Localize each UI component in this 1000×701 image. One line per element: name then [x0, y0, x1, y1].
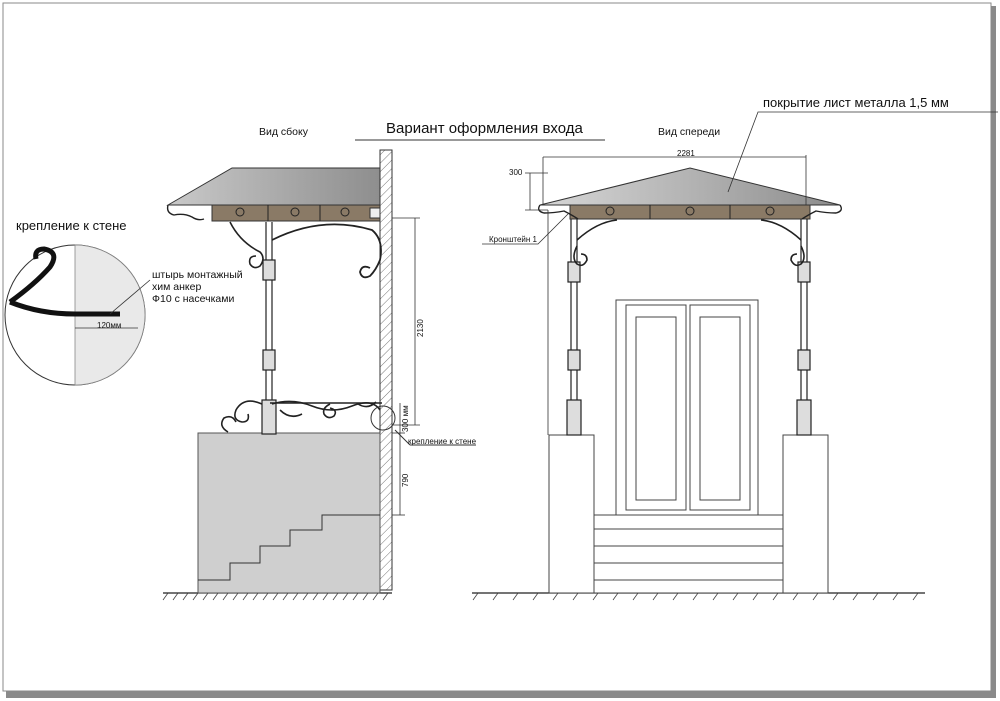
- front-dimensions: [525, 155, 807, 435]
- wall-mount-callout: крепление к стене: [16, 218, 127, 233]
- side-beam: [211, 204, 381, 222]
- front-bracket-right: [760, 219, 805, 267]
- side-view: [162, 149, 476, 601]
- front-column-right: [796, 219, 812, 436]
- side-dimensions: [392, 217, 420, 516]
- front-door-frame: [615, 299, 759, 516]
- front-pedestal-right: [782, 434, 829, 594]
- anchor-depth-dimension: 120мм: [97, 321, 122, 330]
- front-view: [472, 111, 998, 601]
- front-column-left: [566, 219, 582, 436]
- side-wall-mount-label: крепление к стене: [408, 437, 477, 446]
- front-pedestal-left: [548, 434, 595, 594]
- side-stairs: [198, 514, 380, 581]
- bracket-callout: Кронштейн 1: [489, 235, 537, 244]
- bracket-leader: [482, 213, 569, 245]
- railing-height-dimension: 300 мм: [401, 405, 410, 432]
- column-height-dimension: 2130: [416, 319, 425, 337]
- side-roof-scroll: [166, 204, 205, 221]
- roof-covering-leader: [727, 111, 998, 193]
- side-railing: [271, 400, 381, 419]
- side-ground-hatch: [162, 592, 389, 601]
- anchor-rod-end: [9, 299, 120, 317]
- front-door-leaf-right: [689, 304, 751, 511]
- side-wall: [379, 149, 393, 591]
- front-door-leaf-left: [625, 304, 687, 511]
- side-column: [261, 222, 277, 435]
- anchor-detail: [4, 244, 151, 386]
- front-eave-right: [801, 204, 843, 220]
- anchor-callout-line1: штырь монтажный: [152, 269, 243, 281]
- overhang-dimension: 300: [509, 168, 523, 177]
- front-beam: [569, 204, 811, 220]
- base-height-dimension: 790: [401, 473, 410, 487]
- front-view-label: Вид спереди: [658, 126, 721, 138]
- side-wall-mount-circle: [370, 405, 396, 431]
- side-beam-rosettes: [235, 205, 350, 221]
- roof-covering-callout: покрытие лист металла 1,5 мм: [763, 95, 949, 110]
- anchor-callout-line3: Ф10 с насечками: [152, 293, 235, 305]
- drawing-title: Вариант оформления входа: [386, 120, 583, 137]
- front-door-panel-left: [635, 316, 677, 501]
- side-wall-bracket-top: [369, 207, 381, 219]
- side-view-label: Вид сбоку: [259, 126, 308, 138]
- side-railing-scroll: [220, 400, 263, 433]
- anchor-callout: штырь монтажный хим анкер Ф10 с насечкам…: [152, 269, 262, 305]
- anchor-leader: [109, 279, 151, 315]
- side-base-block: [197, 432, 381, 594]
- front-beam-rosettes: [605, 205, 775, 219]
- front-bracket-left: [573, 219, 618, 267]
- anchor-rod: [8, 246, 57, 305]
- anchor-callout-line2: хим анкер: [152, 281, 202, 293]
- side-bracket-left: [229, 221, 264, 269]
- overall-width-dimension: 2281: [677, 149, 695, 158]
- side-bracket-right: [271, 223, 382, 279]
- front-door-panel-right: [699, 316, 741, 501]
- side-wall-mount-leader: [394, 429, 411, 446]
- front-steps: [593, 514, 784, 594]
- front-ground-hatch: [472, 592, 919, 601]
